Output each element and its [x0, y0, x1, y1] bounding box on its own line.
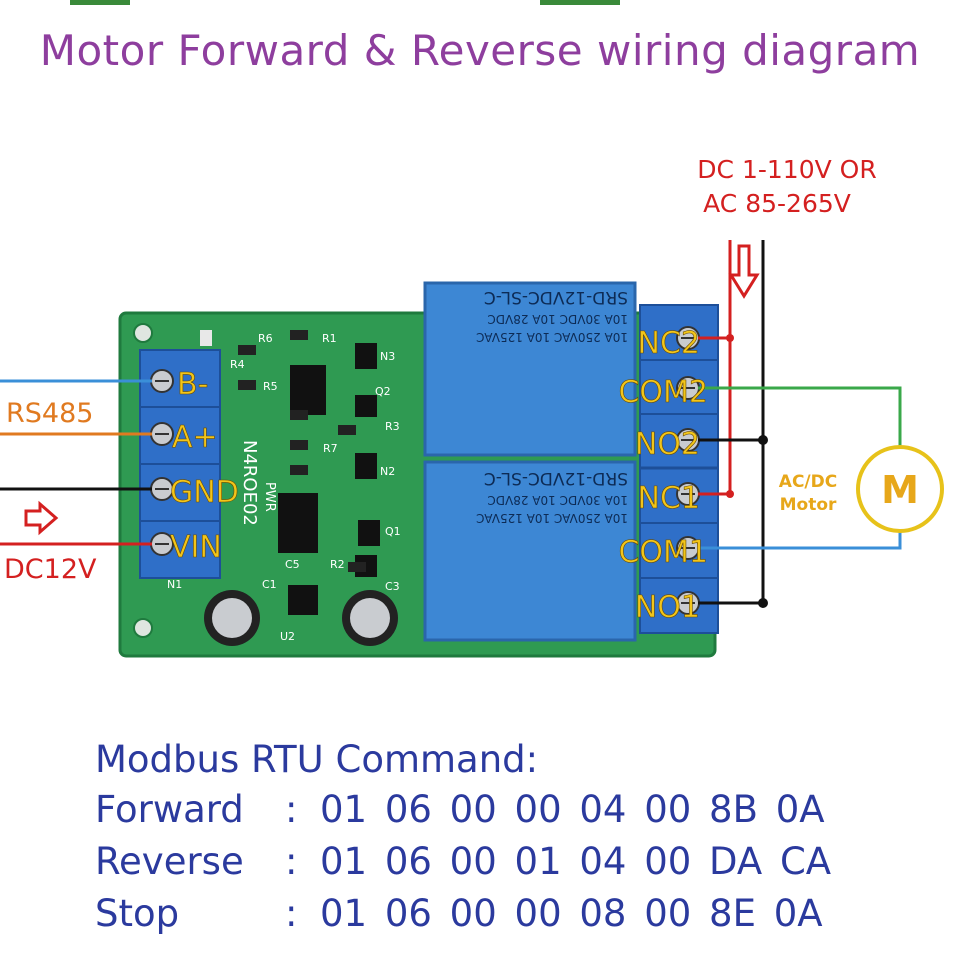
silk-label-r5: R5	[263, 380, 278, 393]
command-separator: :	[285, 840, 298, 883]
relay-2	[423, 281, 637, 457]
screw-terminal-gnd	[150, 477, 174, 501]
silk-label-c5: C5	[285, 558, 300, 571]
relay-1-model: SRD-12VDC-SL-C	[484, 468, 628, 488]
screw-terminal-com2	[676, 376, 700, 400]
relay-1-rating-a: 10A 30VDC 10A 28VDC	[487, 493, 628, 507]
terminal-label-nc2: NC2	[638, 326, 700, 361]
terminal-label-com1: COM1	[618, 535, 708, 570]
diagram-title: Motor Forward & Reverse wiring diagram	[39, 26, 921, 75]
command-name: Stop	[95, 892, 180, 935]
screw-terminal-nc2	[676, 326, 700, 350]
terminal-label-no2: NO2	[635, 427, 700, 462]
silk-label-q2: Q2	[375, 385, 391, 398]
relay-1	[423, 460, 637, 642]
screw-terminal-bminus	[150, 369, 174, 393]
junction-dot	[726, 490, 734, 498]
silk-label-r4: R4	[230, 358, 245, 371]
command-name: Reverse	[95, 840, 244, 883]
rs485-label: RS485	[6, 398, 93, 429]
top-edge-mark	[540, 0, 620, 5]
terminal-label-vin: VIN	[170, 530, 222, 565]
command-separator: :	[285, 788, 298, 831]
command-separator: :	[285, 892, 298, 935]
relay-2-rating-b: 10A 250VAC 10A 125VAC	[476, 330, 628, 344]
silk-label-n1: N1	[167, 578, 182, 591]
screw-terminal-vin	[150, 532, 174, 556]
board-model: N4ROE02	[239, 440, 260, 526]
relay-1-rating-b: 10A 250VAC 10A 125VAC	[476, 511, 628, 525]
terminal-label-bminus: B-	[177, 367, 208, 402]
motor-label-line2: Motor	[780, 495, 837, 515]
top-edge-mark	[70, 0, 130, 5]
terminal-label-no1: NO1	[635, 590, 700, 625]
motor-icon	[856, 445, 944, 533]
wire-com2-green	[698, 386, 902, 446]
silk-label-r1: R1	[322, 332, 337, 345]
silk-label-r2: R2	[330, 558, 345, 571]
power-arrow-right-icon	[24, 500, 59, 536]
wire-com1-blue	[698, 532, 902, 550]
silk-label-u2: U2	[280, 630, 295, 643]
terminal-label-gnd: GND	[170, 475, 239, 510]
terminal-label-aplus: A+	[172, 420, 218, 455]
screw-terminal-nc1	[676, 482, 700, 506]
power-arrow-down-icon	[728, 244, 760, 299]
junction-dot	[758, 435, 768, 445]
right-terminal-block	[639, 304, 719, 634]
terminal-label-nc1: NC1	[638, 481, 700, 516]
silk-label-r7: R7	[323, 442, 338, 455]
silk-label-r3: R3	[385, 420, 400, 433]
relay-2-model: SRD-12VDC-SL-C	[484, 287, 628, 307]
command-heading: Modbus RTU Command:	[95, 738, 539, 781]
terminal-label-com2: COM2	[618, 375, 708, 410]
silk-label-q1: Q1	[385, 525, 401, 538]
silk-label-r6: R6	[258, 332, 273, 345]
command-name: Forward	[95, 788, 244, 831]
power-label-line1: DC 1-110V OR	[697, 155, 876, 184]
command-hex: 01 06 00 00 08 00 8E 0A	[320, 892, 823, 935]
motor-symbol: M	[881, 468, 919, 512]
screw-terminal-aplus	[150, 422, 174, 446]
power-label-line2: AC 85-265V	[703, 189, 851, 218]
silk-label-c1: C1	[262, 578, 277, 591]
command-hex: 01 06 00 01 04 00 DA CA	[320, 840, 832, 883]
silk-label-n3: N3	[380, 350, 395, 363]
dc12v-label: DC12V	[4, 554, 97, 585]
relay-2-rating-a: 10A 30VDC 10A 28VDC	[487, 312, 628, 326]
motor-label-line1: AC/DC	[779, 472, 837, 492]
command-hex: 01 06 00 00 04 00 8B 0A	[320, 788, 825, 831]
silk-label-c3: C3	[385, 580, 400, 593]
silk-label-n2: N2	[380, 465, 395, 478]
pwr-label: PWR	[262, 482, 277, 512]
junction-dot	[726, 334, 734, 342]
junction-dot	[758, 598, 768, 608]
